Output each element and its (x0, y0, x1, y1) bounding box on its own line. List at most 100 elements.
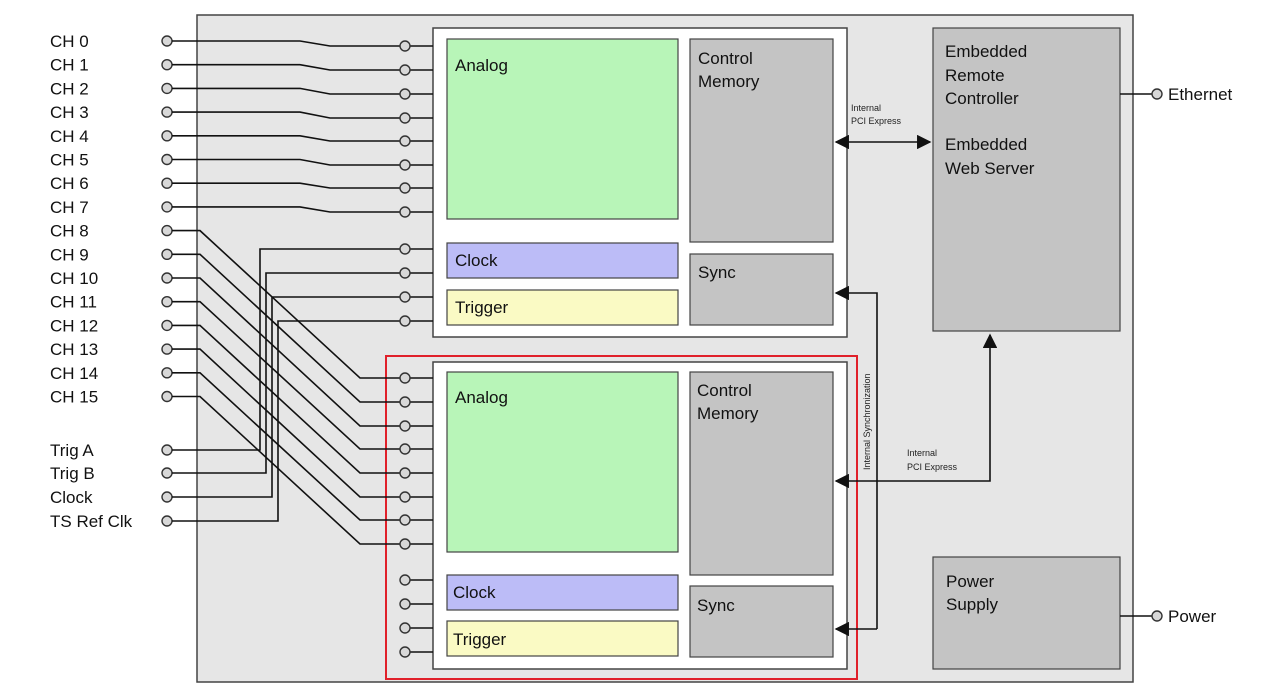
channel-label: CH 15 (50, 388, 98, 407)
module-bottom-pin (399, 467, 411, 479)
channel-connector (161, 106, 173, 118)
channel-connector (161, 153, 173, 166)
ethernet-label: Ethernet (1168, 85, 1233, 104)
module-top-pin (399, 182, 411, 194)
module-top-analog-label: Analog (455, 56, 508, 75)
module-top-sync (689, 253, 834, 326)
channel-label: CH 2 (50, 79, 89, 98)
module-bottom-analog-label: Analog (455, 388, 508, 407)
channel-wire (172, 63, 400, 71)
channel-connector (161, 35, 173, 47)
aux-wire (172, 248, 400, 451)
channel-label: CH 0 (50, 32, 89, 51)
channel-connector (161, 343, 173, 355)
module-bottom-pin (399, 574, 411, 586)
channel-label: CH 9 (50, 245, 89, 264)
channel-label: CH 13 (50, 340, 98, 359)
aux-input-connector (161, 444, 173, 456)
bottom-pcie-arrow (834, 333, 998, 489)
module-bottom-control-label: Control (697, 381, 752, 400)
aux-wire (172, 272, 400, 474)
module-top-clock-label: Clock (455, 251, 498, 270)
channel-wire (172, 277, 400, 427)
input-wiring (172, 40, 433, 653)
aux-input-label: TS Ref Clk (50, 512, 133, 531)
channel-wire (172, 87, 400, 95)
channel-wire (172, 229, 400, 379)
channel-wire (172, 253, 400, 403)
power-supply-line1: Power (946, 572, 995, 591)
ethernet-connector (1151, 88, 1163, 100)
module-bottom-trigger-label: Trigger (453, 630, 507, 649)
module-bottom-control-memory (689, 371, 834, 576)
module-bottom-pin (399, 372, 411, 384)
module-input-pins (399, 40, 411, 658)
module-top: Analog Control Memory Clock Trigger Sync (432, 27, 848, 338)
module-bottom-pin (399, 443, 411, 455)
channel-label: CH 4 (50, 127, 89, 146)
module-top-pin (399, 243, 411, 255)
module-top-pin (399, 315, 411, 327)
module-top-pin (399, 88, 411, 100)
controller-line3: Controller (945, 89, 1019, 108)
controller-line2: Remote (945, 66, 1005, 85)
channel-label: CH 11 (50, 293, 97, 312)
bottom-pcie-label-line1: Internal (907, 448, 937, 458)
aux-input-connector (161, 515, 173, 527)
channel-label: CH 7 (50, 198, 89, 217)
power-supply-block (932, 556, 1121, 670)
aux-input-label: Trig B (50, 464, 95, 483)
module-bottom-pin (399, 514, 411, 526)
channel-wire (172, 395, 400, 545)
module-bottom-pin (399, 598, 411, 610)
channel-connector (161, 224, 173, 237)
sync-bus-top-arrow (834, 285, 878, 629)
channel-wire (172, 111, 400, 119)
module-top-sync-label: Sync (698, 263, 736, 282)
module-top-trigger (446, 289, 679, 326)
sync-bus-label: Internal Synchronization (862, 373, 872, 470)
module-bottom-clock-label: Clock (453, 583, 496, 602)
input-connectors: CH 0CH 1CH 2CH 3CH 4CH 5CH 6CH 7CH 8CH 9… (50, 32, 173, 531)
module-bottom-memory-label: Memory (697, 404, 759, 423)
channel-connector (161, 319, 173, 332)
channel-label: CH 6 (50, 174, 89, 193)
module-bottom-sync (689, 585, 834, 658)
module-bottom-clock (446, 574, 679, 611)
module-bottom-pin (399, 538, 411, 550)
aux-input-label: Clock (50, 488, 93, 507)
module-bottom: Analog Control Memory Clock Trigger Sync (432, 361, 848, 670)
channel-connector (161, 58, 173, 71)
module-top-pin (399, 291, 411, 303)
module-top-pin (399, 112, 411, 124)
channel-connector (161, 296, 173, 308)
highlighted-module-outline (385, 355, 858, 680)
module-top-analog (446, 38, 679, 220)
module-top-control-memory (689, 38, 834, 243)
channel-wire (172, 206, 400, 213)
channel-wire (172, 182, 400, 189)
channel-connector (161, 248, 173, 261)
channel-connector (161, 82, 173, 95)
aux-wire (172, 320, 400, 522)
power-connector (1151, 610, 1163, 622)
module-top-clock (446, 242, 679, 279)
channel-wire (172, 158, 400, 166)
module-bottom-sync-label: Sync (697, 596, 735, 615)
module-top-trigger-label: Trigger (455, 298, 509, 317)
aux-input-label: Trig A (50, 441, 94, 460)
channel-wire (172, 324, 400, 474)
aux-input-connector (161, 491, 173, 503)
controller-line1: Embedded (945, 42, 1027, 61)
module-top-pin (399, 40, 411, 52)
channel-connector (161, 130, 173, 142)
channel-connector (161, 272, 173, 284)
module-top-memory-label: Memory (698, 72, 760, 91)
channel-connector (161, 390, 173, 403)
channel-connector (161, 177, 173, 189)
channel-label: CH 10 (50, 269, 98, 288)
channel-label: CH 14 (50, 364, 98, 383)
power-label: Power (1168, 607, 1217, 626)
module-top-pin (399, 135, 411, 147)
